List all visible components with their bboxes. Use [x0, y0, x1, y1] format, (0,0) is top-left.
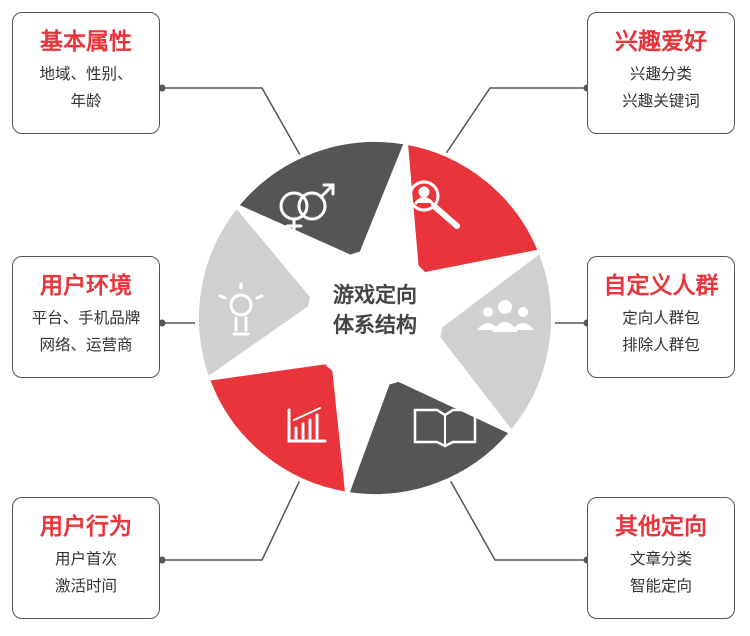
user-search-icon: [408, 180, 460, 229]
box-line: 地域、性别、: [39, 65, 133, 83]
box-line: 兴趣分类: [629, 65, 692, 83]
box-line: 定向人群包: [622, 309, 700, 327]
box-interests: 兴趣爱好兴趣分类兴趣关键词: [587, 12, 735, 134]
box-basic-attributes: 基本属性地域、性别、年龄: [12, 12, 160, 134]
box-other-targeting: 其他定向文章分类智能定向: [587, 497, 735, 619]
connectors: [162, 87, 587, 561]
box-custom-audience: 自定义人群定向人群包排除人群包: [587, 256, 735, 378]
book-icon: [413, 408, 477, 448]
connector-basic: [162, 87, 301, 156]
box-line: 网络、运营商: [39, 336, 133, 354]
connector-interest: [444, 87, 587, 156]
box-line: 用户首次: [54, 550, 117, 568]
box-line: 排除人群包: [622, 336, 700, 354]
connector-other: [449, 479, 587, 561]
center-line-2: 体系结构: [333, 313, 417, 337]
box-line: 智能定向: [629, 577, 692, 595]
box-line: 激活时间: [54, 577, 117, 595]
bar-chart-icon: [287, 407, 327, 443]
segment-basic: [233, 138, 409, 263]
segment-behavior: [205, 358, 350, 497]
lightbulb-icon: [218, 282, 264, 336]
box-title: 用户环境: [40, 273, 132, 299]
box-line: 年龄: [70, 92, 102, 110]
box-line: 文章分类: [629, 550, 692, 568]
center-title: 游戏定向体系结构: [305, 280, 445, 340]
center-circle: [307, 250, 443, 386]
box-title: 其他定向: [615, 514, 707, 540]
box-title: 兴趣爱好: [615, 29, 707, 55]
group-icon: [477, 300, 534, 332]
box-title: 基本属性: [40, 29, 132, 55]
box-title: 用户行为: [40, 514, 132, 540]
segments: [195, 138, 555, 498]
segment-environment: [195, 202, 320, 383]
connector-behavior: [162, 479, 301, 561]
center-line-1: 游戏定向: [333, 283, 417, 307]
segment-other: [344, 373, 515, 498]
segment-interest: [403, 140, 543, 278]
box-user-environment: 用户环境平台、手机品牌网络、运营商: [12, 256, 160, 378]
box-user-behavior: 用户行为用户首次激活时间: [12, 497, 160, 619]
segment-custom-audience: [430, 248, 555, 436]
box-title: 自定义人群: [603, 273, 719, 299]
box-line: 兴趣关键词: [622, 92, 700, 110]
box-line: 平台、手机品牌: [31, 309, 141, 327]
gender-icon: [279, 183, 335, 234]
